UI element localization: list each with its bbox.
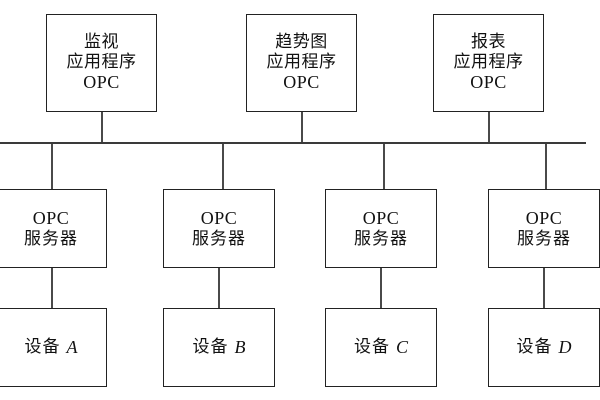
device-box-d[interactable]: 设备 D [488,308,600,387]
application-trend-line1: 趋势图 [275,32,328,52]
application-report-line2: 应用程序 [453,52,524,72]
opc-server-4-line1: OPC [525,207,563,228]
application-box-trend[interactable]: 趋势图 应用程序 OPC [246,14,357,112]
device-box-b[interactable]: 设备 B [163,308,275,387]
device-box-c[interactable]: 设备 C [325,308,437,387]
device-d-tag: D [558,336,572,357]
connector-app-report-to-bus [488,112,490,144]
opc-server-1-line1: OPC [32,207,70,228]
opc-server-2-line1: OPC [200,207,238,228]
application-monitor-line2: 应用程序 [66,52,137,72]
opc-server-box-2[interactable]: OPC 服务器 [163,189,275,268]
connector-bus-to-server-2 [222,144,224,189]
network-bus-line [0,142,586,144]
opc-server-box-1[interactable]: OPC 服务器 [0,189,107,268]
application-report-line3: OPC [470,72,507,93]
opc-server-4-line2: 服务器 [517,229,571,249]
connector-app-trend-to-bus [301,112,303,144]
application-trend-line2: 应用程序 [266,52,337,72]
application-monitor-line3: OPC [83,72,120,93]
connector-server-4-to-device-d [543,268,545,308]
device-a-label: 设备 [24,337,61,357]
opc-server-box-3[interactable]: OPC 服务器 [325,189,437,268]
application-box-monitor[interactable]: 监视 应用程序 OPC [46,14,157,112]
opc-server-3-line1: OPC [362,207,400,228]
connector-server-1-to-device-a [51,268,53,308]
connector-app-monitor-to-bus [101,112,103,144]
device-c-tag: C [395,336,408,357]
application-monitor-line1: 监视 [84,32,119,52]
connector-server-3-to-device-c [380,268,382,308]
opc-server-3-line2: 服务器 [354,229,408,249]
device-a-tag: A [66,336,78,357]
application-report-line1: 报表 [471,32,506,52]
connector-server-2-to-device-b [218,268,220,308]
application-box-report[interactable]: 报表 应用程序 OPC [433,14,544,112]
device-b-label: 设备 [192,337,229,357]
device-b-tag: B [234,336,246,357]
application-trend-line3: OPC [283,72,320,93]
device-box-a[interactable]: 设备 A [0,308,107,387]
connector-bus-to-server-1 [51,144,53,189]
connector-bus-to-server-4 [545,144,547,189]
opc-server-2-line2: 服务器 [192,229,246,249]
device-c-label: 设备 [353,337,390,357]
connector-bus-to-server-3 [383,144,385,189]
opc-server-box-4[interactable]: OPC 服务器 [488,189,600,268]
opc-server-1-line2: 服务器 [24,229,78,249]
device-d-label: 设备 [516,337,553,357]
